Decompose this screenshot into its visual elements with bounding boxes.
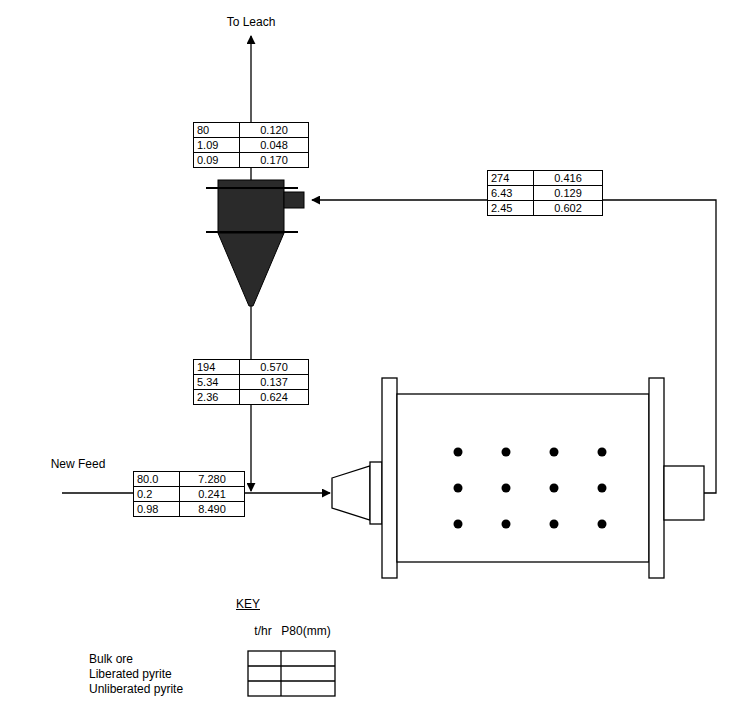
table-cell: 0.416 (534, 171, 602, 186)
table-cell: 80.0 (134, 472, 180, 487)
stream-label: To Leach (226, 15, 277, 29)
table-cell: 0.98 (134, 502, 180, 516)
table-cell: 2.45 (488, 201, 534, 215)
table-cell: 0.170 (240, 153, 308, 167)
stream-label: New Feed (50, 457, 107, 471)
stream-data-table: 2740.4166.430.1292.450.602 (487, 170, 603, 216)
table-cell: 0.241 (180, 487, 244, 502)
mill-dot (454, 520, 463, 529)
mill-dot (502, 520, 511, 529)
stream-data-table: 800.1201.090.0480.090.170 (193, 122, 309, 168)
table-cell: 2.36 (194, 390, 240, 404)
stream-data-table: 1940.5705.340.1372.360.624 (193, 359, 309, 405)
mill-dot (550, 448, 559, 457)
mill-dot (598, 448, 607, 457)
table-cell: 0.624 (240, 390, 308, 404)
hydrocyclone (206, 180, 304, 306)
table-cell: 0.137 (240, 375, 308, 390)
column-heading: t/hr (253, 624, 272, 638)
table-cell: 274 (488, 171, 534, 186)
mill-dot (598, 520, 607, 529)
mill-dot (502, 484, 511, 493)
table-cell: 0.129 (534, 186, 602, 201)
mill-dot (454, 484, 463, 493)
mill-dot (550, 484, 559, 493)
mill-dot (454, 448, 463, 457)
table-cell: 0.570 (240, 360, 308, 375)
legend-row-label: Unliberated pyrite (88, 682, 184, 696)
table-cell: 0.602 (534, 201, 602, 215)
table-cell: 8.490 (180, 502, 244, 516)
legend-row-label: Bulk ore (88, 652, 134, 666)
table-cell: 6.43 (488, 186, 534, 201)
key-heading: KEY (235, 597, 261, 611)
legend-row-label: Liberated pyrite (88, 667, 173, 681)
table-cell: 0.2 (134, 487, 180, 502)
mill-dot (550, 520, 559, 529)
stream-data-table: 80.07.2800.20.2410.988.490 (133, 471, 245, 517)
table-cell: 0.048 (240, 138, 308, 153)
table-cell: 194 (194, 360, 240, 375)
table-cell: 0.120 (240, 123, 308, 138)
ball-mill (332, 378, 704, 578)
key-table (248, 651, 335, 696)
mill-dot (502, 448, 511, 457)
mill-dot (598, 484, 607, 493)
table-cell: 1.09 (194, 138, 240, 153)
table-cell: 0.09 (194, 153, 240, 167)
column-heading: P80(mm) (280, 624, 331, 638)
table-cell: 5.34 (194, 375, 240, 390)
table-cell: 7.280 (180, 472, 244, 487)
table-cell: 80 (194, 123, 240, 138)
